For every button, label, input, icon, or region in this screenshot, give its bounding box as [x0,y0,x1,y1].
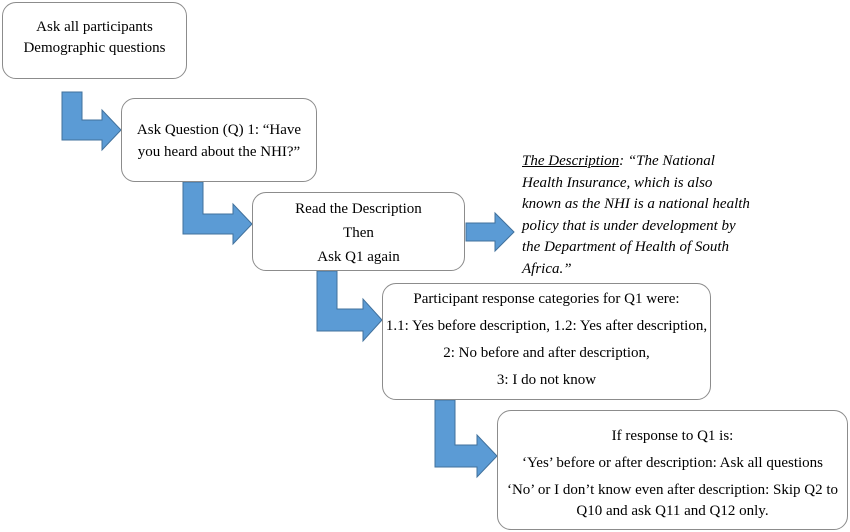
bent-arrow-3 [316,270,383,343]
rule-yes: ‘Yes’ before or after description: Ask a… [521,455,824,471]
ask-all-line2: Demographic questions [23,40,166,56]
rule-no: ‘No’ or I don’t know even after descript… [506,482,839,519]
response-categories-box: Participant response categories for Q1 w… [382,283,711,400]
description-text-block: The Description: “The National Health In… [522,151,754,280]
question-1-box: Ask Question (Q) 1: “Have you heard abou… [121,98,317,182]
category-item-2: 2: No before and after description, [443,345,650,361]
category-item-1: 1.1: Yes before description, 1.2: Yes af… [385,318,708,334]
description-body: : “The National Health Insurance, which … [522,153,750,277]
bent-arrow-2 [182,181,253,246]
ask-all-line1: Ask all participants [36,19,153,35]
read-description-box: Read the Description Then Ask Q1 again [252,192,465,271]
read-line1: Read the Description [295,201,422,217]
right-arrow-description [465,211,515,253]
q1-line2: you heard about the NHI?” [137,144,301,160]
bent-arrow-4 [434,399,498,479]
bent-arrow-1 [61,91,122,152]
response-rules-box: If response to Q1 is: ‘Yes’ before or af… [497,410,848,530]
description-title: The Description [522,153,620,169]
ask-all-participants-box: Ask all participants Demographic questio… [2,2,187,79]
read-line3: Ask Q1 again [317,249,400,265]
read-line2: Then [343,225,374,241]
categories-heading: Participant response categories for Q1 w… [413,291,680,307]
rules-heading: If response to Q1 is: [611,428,734,444]
q1-line1: Ask Question (Q) 1: “Have [136,122,302,138]
category-item-3: 3: I do not know [496,372,597,388]
